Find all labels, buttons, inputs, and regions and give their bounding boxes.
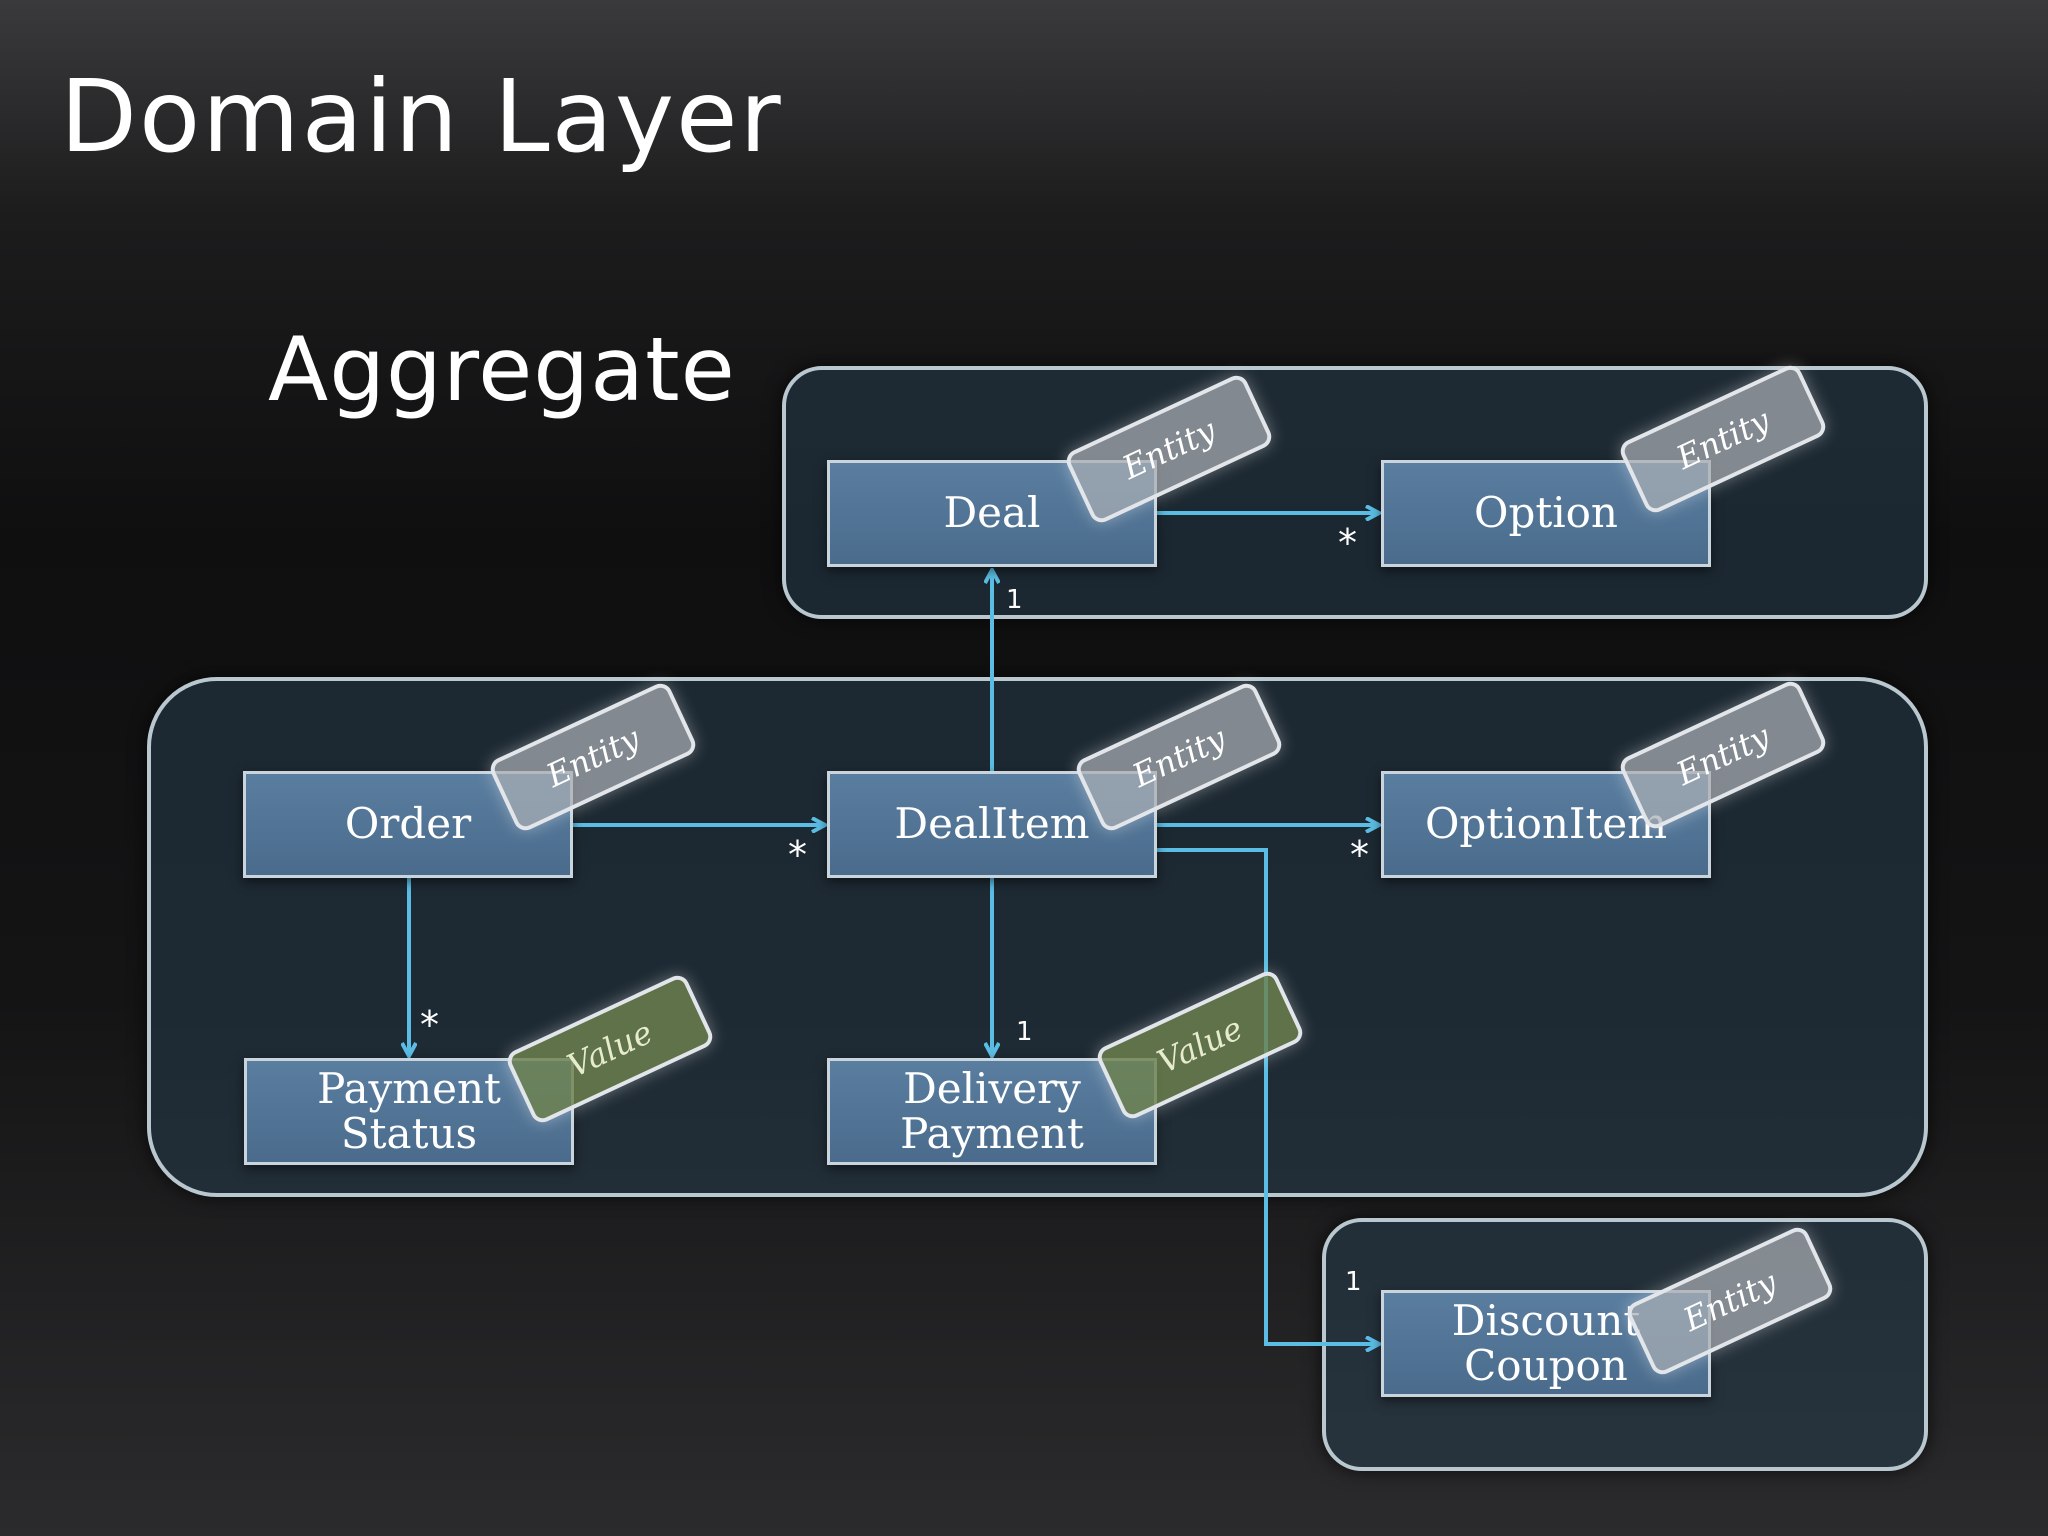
class-name-option: Option	[1474, 488, 1618, 538]
class-name-deal: Deal	[943, 488, 1041, 538]
slide-title: Domain Layer	[60, 58, 783, 175]
multiplicity-dealitem-deal: 1	[1006, 585, 1023, 615]
subtitle: Aggregate	[268, 318, 736, 421]
class-name-delivery-payment: Delivery Payment	[900, 1064, 1084, 1158]
multiplicity-dealitem-discountcoupon: 1	[1345, 1267, 1362, 1297]
class-name-payment-status: Payment Status	[317, 1064, 501, 1158]
class-name-dealitem: DealItem	[894, 799, 1090, 849]
class-name-discount-coupon: Discount Coupon	[1451, 1296, 1641, 1390]
multiplicity-order-paymentstatus: *	[420, 1003, 439, 1047]
class-name-order: Order	[344, 799, 472, 849]
multiplicity-order-dealitem: *	[788, 833, 807, 877]
class-box-option: Option	[1381, 460, 1711, 567]
class-box-delivery-payment: Delivery Payment	[827, 1058, 1157, 1165]
multiplicity-dealitem-optionitem: *	[1350, 833, 1369, 877]
connector-dealitem-discountcoupon	[1157, 848, 1378, 1344]
class-name-optionitem: OptionItem	[1424, 799, 1668, 849]
multiplicity-deal-option: *	[1338, 521, 1357, 565]
multiplicity-dealitem-deliverypayment: 1	[1016, 1017, 1033, 1047]
